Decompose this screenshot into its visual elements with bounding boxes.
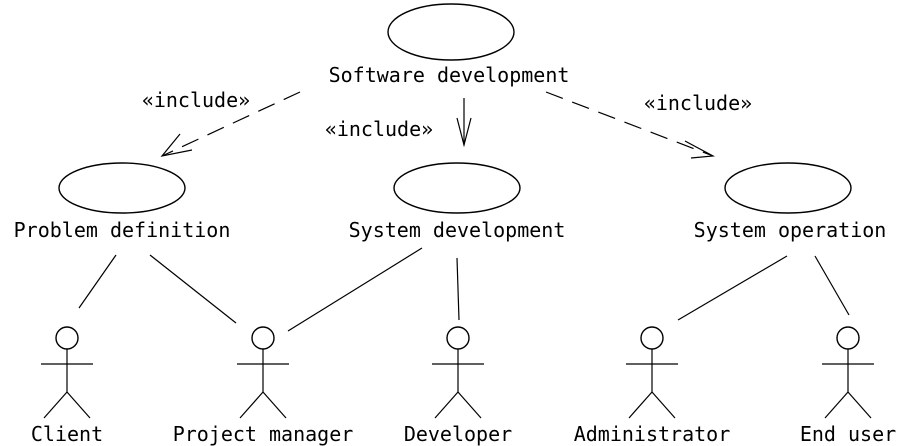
use-case-system-development[interactable]: System development — [349, 162, 566, 242]
association-line[interactable] — [814, 255, 850, 316]
dashed-arrow-line[interactable] — [161, 91, 301, 157]
use-case-label: System operation — [694, 218, 887, 242]
include-label: «include» — [142, 88, 250, 112]
actor-label: Administrator — [574, 422, 731, 446]
use-case-software-development[interactable]: Software development — [329, 3, 570, 87]
association-line[interactable] — [149, 254, 237, 324]
stick-figure-icon — [41, 326, 93, 419]
use-case-ellipse[interactable] — [393, 162, 521, 214]
actor-label: Client — [31, 422, 103, 446]
association-line[interactable] — [78, 254, 117, 309]
open-arrowhead-icon — [684, 140, 716, 159]
actor-developer[interactable]: Developer — [404, 326, 512, 446]
actor-label: Project manager — [173, 422, 354, 446]
use-case-label: Software development — [329, 63, 570, 87]
include-relation-problem-definition[interactable]: «include» — [142, 88, 301, 157]
dashed-arrow-line[interactable] — [545, 91, 714, 157]
actor-end-user[interactable]: End user — [800, 326, 896, 446]
use-case-system-operation[interactable]: System operation — [694, 162, 887, 242]
stick-figure-icon — [626, 326, 678, 419]
use-case-ellipse[interactable] — [387, 3, 515, 61]
include-relation-system-development[interactable]: «include» — [325, 98, 472, 148]
association-line[interactable] — [677, 255, 788, 321]
stick-figure-icon — [237, 326, 289, 419]
stick-figure-icon — [432, 326, 484, 419]
actor-label: Developer — [404, 422, 512, 446]
use-case-label: System development — [349, 218, 566, 242]
open-arrowhead-icon — [456, 117, 472, 148]
actor-client[interactable]: Client — [31, 326, 103, 446]
stick-figure-icon — [822, 326, 874, 419]
include-label: «include» — [325, 117, 433, 141]
association-line[interactable] — [456, 257, 460, 321]
actor-label: End user — [800, 422, 896, 446]
use-case-label: Problem definition — [14, 218, 231, 242]
actor-project-manager[interactable]: Project manager — [173, 326, 354, 446]
use-case-problem-definition[interactable]: Problem definition — [14, 162, 231, 242]
use-case-ellipse[interactable] — [58, 162, 186, 214]
association-line[interactable] — [287, 247, 423, 332]
actor-administrator[interactable]: Administrator — [574, 326, 731, 446]
include-relation-system-operation[interactable]: «include» — [545, 91, 752, 159]
open-arrowhead-icon — [160, 133, 193, 157]
include-label: «include» — [644, 91, 752, 115]
use-case-ellipse[interactable] — [724, 162, 852, 214]
